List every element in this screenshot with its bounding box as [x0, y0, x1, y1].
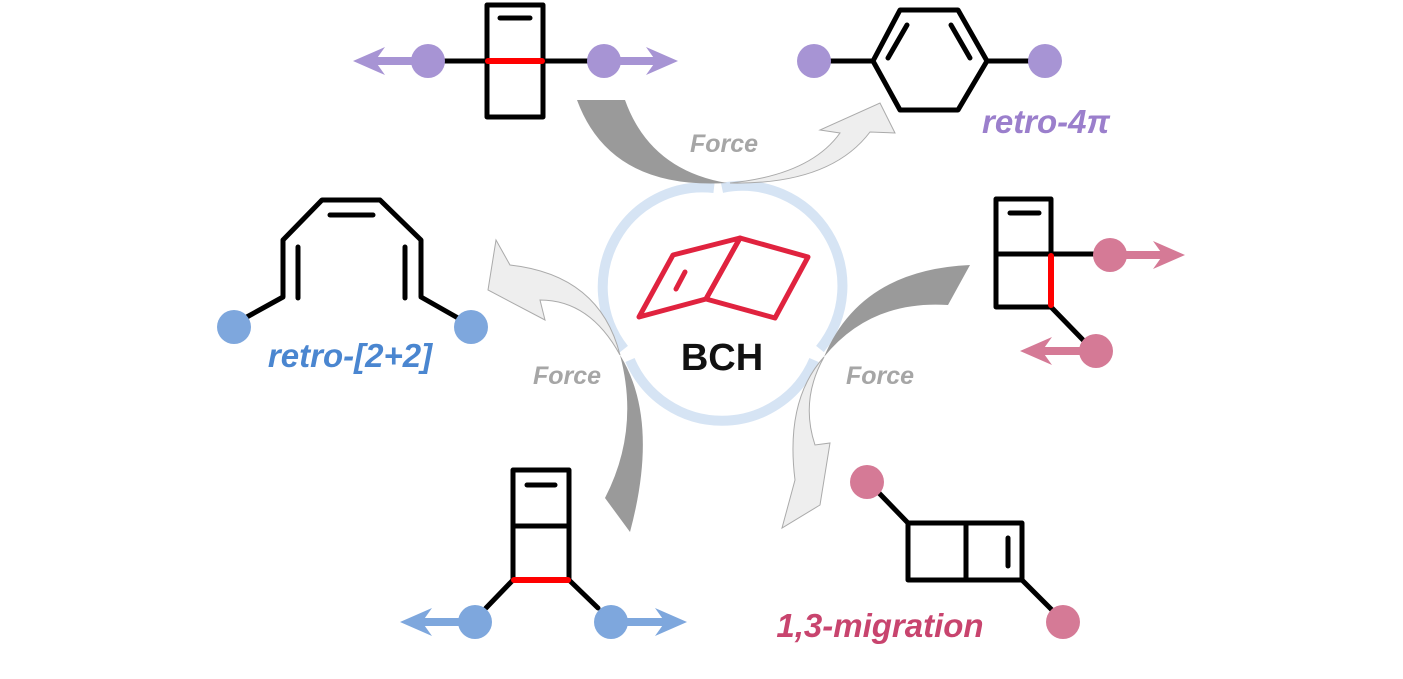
force-label-top: Force — [690, 130, 758, 158]
pull-arrow-left — [353, 47, 430, 75]
ring-arc-left — [597, 182, 715, 353]
center-label: BCH — [681, 337, 763, 379]
product-retro-2-2 — [217, 197, 488, 344]
force-arrow-in-left — [605, 355, 643, 532]
pathway-label-retro-2-2: retro-[2+2] — [268, 337, 433, 374]
bch-molecule-icon — [636, 235, 811, 321]
reactant-top — [353, 2, 678, 120]
reactant-bottom — [400, 467, 687, 639]
bead — [1028, 44, 1062, 78]
pathway-label-1-3-migration: 1,3-migration — [776, 607, 983, 644]
force-label-left: Force — [533, 362, 601, 390]
pull-arrow-right — [604, 47, 678, 75]
force-arrow-out-left — [487, 238, 621, 356]
bead — [797, 44, 831, 78]
pathway-label-retro-4pi: retro-4π — [982, 103, 1111, 140]
pull-arrow-left — [1020, 337, 1095, 365]
bead — [850, 465, 884, 499]
bead — [1079, 334, 1113, 368]
pull-arrow-right — [1110, 241, 1185, 269]
bead — [454, 310, 488, 344]
center-ring — [597, 180, 848, 426]
pull-arrow-right — [611, 608, 687, 636]
force-arrow-out-right — [781, 356, 831, 530]
reactant-right — [993, 196, 1185, 368]
ring-arc-right — [720, 180, 848, 353]
pull-arrow-left — [400, 608, 475, 636]
force-arrow-in-right — [824, 265, 970, 357]
force-arrow-out-top — [729, 102, 896, 184]
bead — [1046, 605, 1080, 639]
ring-arc-bottom — [625, 358, 819, 426]
force-label-right: Force — [846, 362, 914, 390]
bead — [217, 310, 251, 344]
product-retro-4pi — [797, 7, 1062, 113]
force-arrow-in-top — [577, 100, 727, 184]
product-1-3-migration — [850, 465, 1080, 639]
